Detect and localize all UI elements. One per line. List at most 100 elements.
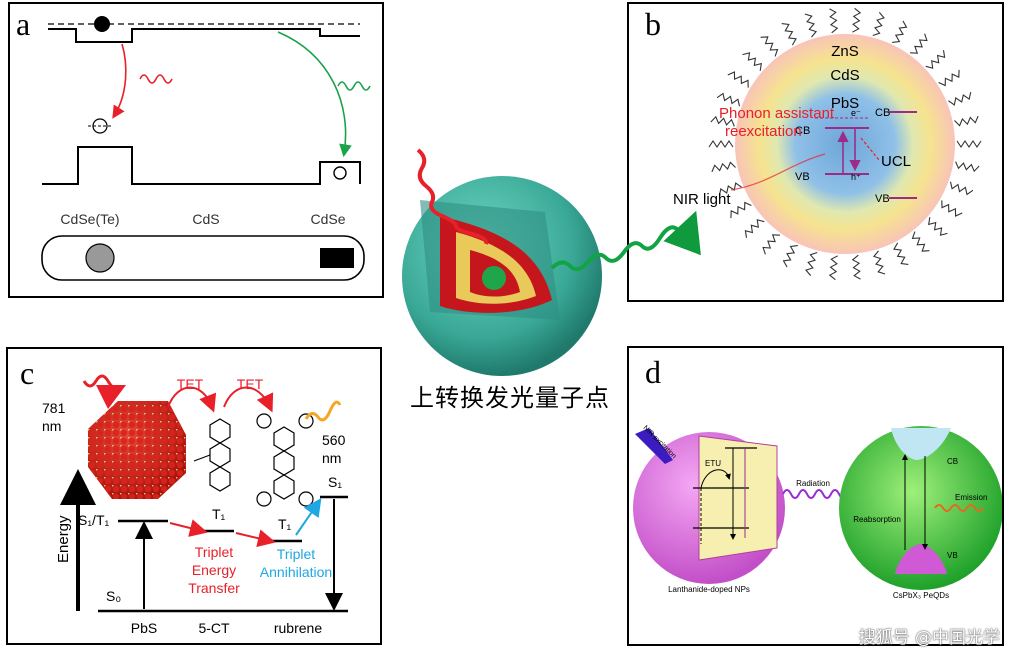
t1-label-a: T₁ bbox=[212, 506, 226, 522]
shell-label-cds: CdS bbox=[830, 67, 859, 84]
material-label-2: CdS bbox=[192, 211, 219, 227]
incoming-red-wave bbox=[416, 148, 489, 245]
ligand bbox=[941, 200, 963, 217]
panel-d-label: d bbox=[645, 354, 661, 390]
s1t1-label: S₁/T₁ bbox=[78, 512, 110, 528]
panel-b-core-shell-diagram: ZnS CdS PbS CB CB VB VB e⁻ h⁺ UCL Phonon… bbox=[673, 7, 982, 281]
vb-label-d: VB bbox=[947, 551, 958, 560]
shell-label-zns: ZnS bbox=[831, 43, 859, 60]
panel-b-label: b bbox=[645, 6, 661, 42]
rubrene-molecule bbox=[256, 413, 314, 507]
ligand bbox=[760, 36, 779, 57]
ligand bbox=[928, 217, 948, 236]
green-emission-wave bbox=[337, 81, 371, 91]
ligand bbox=[730, 201, 752, 219]
material-label-3: CdSe bbox=[310, 211, 345, 227]
reabsorption-label: Reabsorption bbox=[853, 515, 901, 524]
ligand bbox=[828, 255, 838, 281]
ligand bbox=[711, 161, 736, 173]
tet-label-2: TET bbox=[237, 376, 264, 392]
tet-text-3: Transfer bbox=[188, 580, 240, 596]
ligand bbox=[718, 182, 742, 197]
panel-b: b ZnS CdS PbS CB CB VB VB e⁻ bbox=[627, 2, 1004, 302]
ligand bbox=[744, 219, 765, 238]
ligand bbox=[804, 13, 818, 38]
ligand bbox=[949, 181, 974, 196]
pqd-sphere bbox=[839, 426, 1002, 590]
ligand bbox=[938, 69, 960, 87]
panel-a-label: a bbox=[16, 6, 31, 42]
panel-a-band-diagram: CdSe(Te) CdS CdSe bbox=[41, 16, 371, 281]
vb-label-right: VB bbox=[875, 193, 890, 205]
emission-wave bbox=[934, 504, 984, 512]
red-emission-wave bbox=[139, 74, 173, 84]
input-wavelength: 781 bbox=[42, 400, 66, 416]
ligand bbox=[910, 33, 928, 54]
left-caption: Lanthanide-doped NPs bbox=[668, 585, 750, 594]
s0-label: S₀ bbox=[106, 588, 121, 604]
panel-d-energy-transfer-diagram: ETU NIR excitation Lanthanide-doped NPs … bbox=[633, 424, 1002, 600]
cdse-te-core bbox=[85, 243, 115, 273]
electron-dot bbox=[94, 16, 110, 32]
tet-text-2: Energy bbox=[192, 562, 236, 578]
panel-c-energy-diagram: 781 nm TET TET 560 nm Energy S₁/T₁ bbox=[42, 374, 348, 636]
green-transition-arrow bbox=[277, 31, 352, 158]
phonon-label-line1: Phonon assistant bbox=[719, 105, 835, 122]
electron-symbol: e⁻ bbox=[851, 108, 861, 118]
phonon-label-line2: reexcitation bbox=[725, 123, 802, 140]
cdse-tip bbox=[320, 248, 354, 268]
tta-text-1: Triplet bbox=[277, 546, 315, 562]
ucl-label: UCL bbox=[881, 153, 911, 170]
radiation-label: Radiation bbox=[796, 479, 830, 488]
s1-label: S₁ bbox=[328, 474, 342, 490]
ligand bbox=[716, 92, 741, 107]
ligand bbox=[872, 12, 885, 37]
ligand bbox=[892, 20, 908, 43]
molecule-label-5ct: 5-CT bbox=[198, 620, 230, 636]
5-ct-molecule bbox=[193, 418, 231, 492]
molecule-label-pbs: PbS bbox=[131, 620, 157, 636]
panel-c: c 781 nm TET TET bbox=[6, 347, 382, 645]
ligand bbox=[710, 115, 735, 127]
valence-band bbox=[42, 146, 361, 185]
cb-label-left: CB bbox=[795, 125, 810, 137]
vb-well bbox=[895, 544, 947, 574]
panel-a: a CdSe(Te) CdS CdSe bbox=[8, 2, 384, 298]
ligand bbox=[708, 140, 734, 148]
ligand bbox=[742, 52, 762, 71]
outgoing-green-wave bbox=[550, 210, 701, 272]
tet-label-1: TET bbox=[177, 376, 204, 392]
hole-symbol: h⁺ bbox=[851, 172, 861, 182]
ligand bbox=[911, 231, 930, 252]
ligand bbox=[781, 23, 797, 46]
ligand bbox=[925, 50, 946, 69]
ligand bbox=[955, 161, 980, 173]
panel-c-label: c bbox=[20, 355, 35, 391]
cb-label-right: CB bbox=[875, 107, 890, 119]
ligand bbox=[805, 251, 818, 276]
ligand bbox=[829, 8, 839, 34]
nanorod-outline bbox=[41, 235, 365, 281]
ligand bbox=[893, 242, 909, 265]
ligand bbox=[954, 115, 979, 127]
hole-circle-right bbox=[333, 166, 347, 180]
etu-label: ETU bbox=[705, 459, 721, 468]
radiation-wave bbox=[782, 489, 848, 499]
cb-label-d: CB bbox=[947, 457, 958, 466]
ligand bbox=[956, 140, 982, 148]
ligand-chains bbox=[708, 7, 982, 281]
cb-well bbox=[891, 428, 951, 460]
ligand bbox=[782, 245, 798, 268]
center-caption: 上转换发光量子点 bbox=[410, 384, 610, 412]
tet-text-1: Triplet bbox=[195, 544, 233, 560]
conduction-band bbox=[48, 28, 360, 43]
nir-beam bbox=[635, 428, 673, 464]
ligand bbox=[851, 254, 861, 280]
t1-label-b: T₁ bbox=[278, 516, 292, 532]
shell-label-pbs: PbS bbox=[831, 95, 859, 112]
ligand bbox=[852, 7, 862, 33]
input-unit: nm bbox=[42, 418, 61, 434]
energy-axis-label: Energy bbox=[55, 515, 72, 563]
watermark: 搜狐号 @中国光学 bbox=[858, 628, 1000, 648]
